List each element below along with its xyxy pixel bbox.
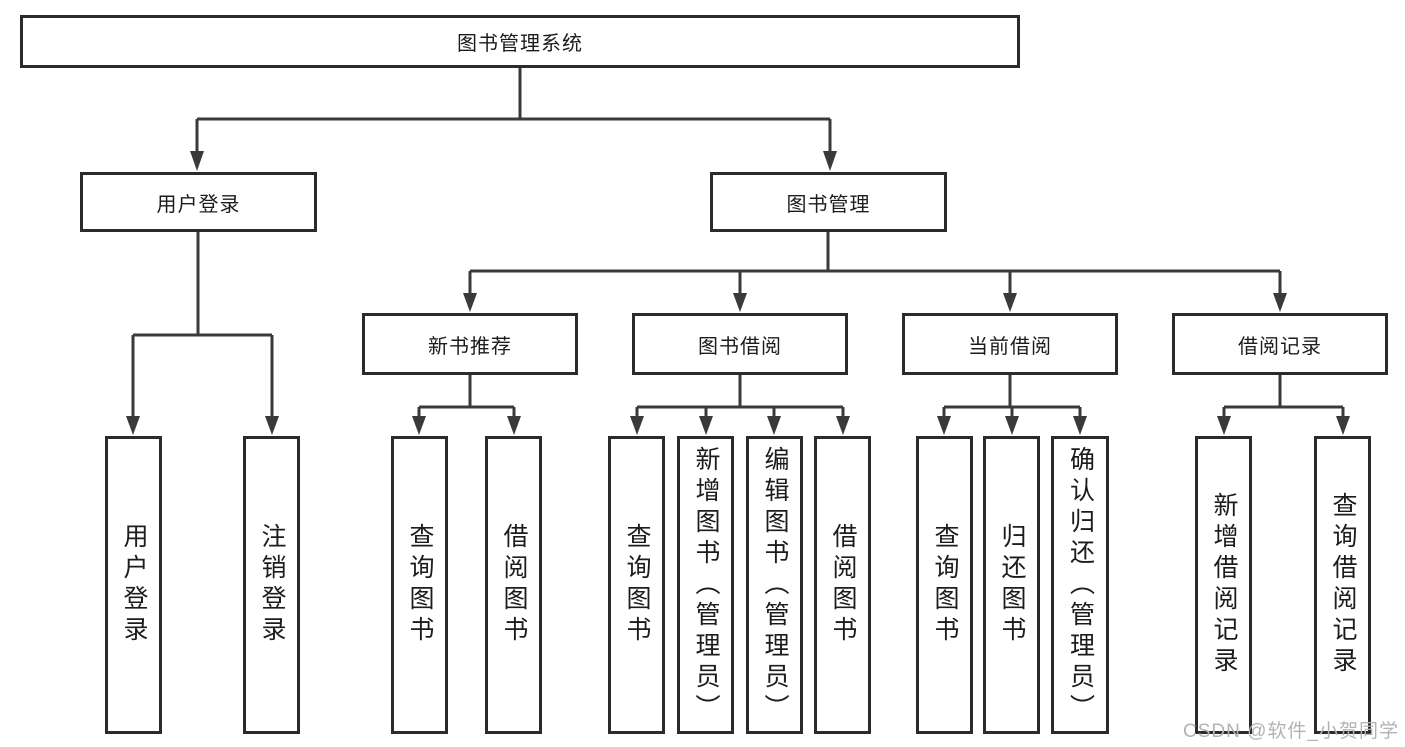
leaf-logout: 注销登录 xyxy=(243,436,300,734)
node-label: 注销登录 xyxy=(258,523,286,647)
node-label: 查询借阅记录 xyxy=(1329,492,1357,678)
csdn-watermark: CSDN @软件_小贺同学 xyxy=(1183,721,1399,742)
node-label: 借阅图书 xyxy=(500,523,528,647)
node-borrow-records: 借阅记录 xyxy=(1172,313,1388,375)
node-label: 编辑图书（管理员） xyxy=(761,445,789,725)
node-label: 新书推荐 xyxy=(428,335,512,358)
node-label: 借阅记录 xyxy=(1238,335,1322,358)
node-label: 用户登录 xyxy=(156,193,241,216)
node-label: 用户登录 xyxy=(120,523,148,647)
node-book-borrow: 图书借阅 xyxy=(632,313,848,375)
leaf-query-borrow-record: 查询借阅记录 xyxy=(1314,436,1371,734)
leaf-query-books-recommend: 查询图书 xyxy=(391,436,448,734)
node-label: 当前借阅 xyxy=(968,335,1052,358)
leaf-return-books: 归还图书 xyxy=(983,436,1040,734)
leaf-add-books-admin: 新增图书（管理员） xyxy=(677,436,734,734)
leaf-borrow-books-recommend: 借阅图书 xyxy=(485,436,542,734)
node-library-system: 图书管理系统 xyxy=(20,15,1020,68)
node-label: 图书管理系统 xyxy=(457,33,583,55)
node-label: 新增图书（管理员） xyxy=(692,445,720,725)
node-user-login: 用户登录 xyxy=(80,172,317,232)
node-current-borrow: 当前借阅 xyxy=(902,313,1118,375)
node-new-book-recommend: 新书推荐 xyxy=(362,313,578,375)
node-label: 查询图书 xyxy=(931,523,959,647)
node-label: 查询图书 xyxy=(623,523,651,647)
leaf-borrow-books: 借阅图书 xyxy=(814,436,871,734)
leaf-add-borrow-record: 新增借阅记录 xyxy=(1195,436,1252,734)
leaf-confirm-return-admin: 确认归还（管理员） xyxy=(1051,436,1109,734)
node-book-management: 图书管理 xyxy=(710,172,947,232)
node-label: 归还图书 xyxy=(998,523,1026,647)
leaf-user-login: 用户登录 xyxy=(105,436,162,734)
leaf-query-books-current: 查询图书 xyxy=(916,436,973,734)
node-label: 图书借阅 xyxy=(698,335,782,358)
leaf-query-books-borrow: 查询图书 xyxy=(608,436,665,734)
node-label: 图书管理 xyxy=(786,193,871,216)
node-label: 新增借阅记录 xyxy=(1210,492,1238,678)
leaf-edit-books-admin: 编辑图书（管理员） xyxy=(746,436,803,734)
node-label: 借阅图书 xyxy=(829,523,857,647)
node-label: 查询图书 xyxy=(406,523,434,647)
node-label: 确认归还（管理员） xyxy=(1066,445,1095,725)
